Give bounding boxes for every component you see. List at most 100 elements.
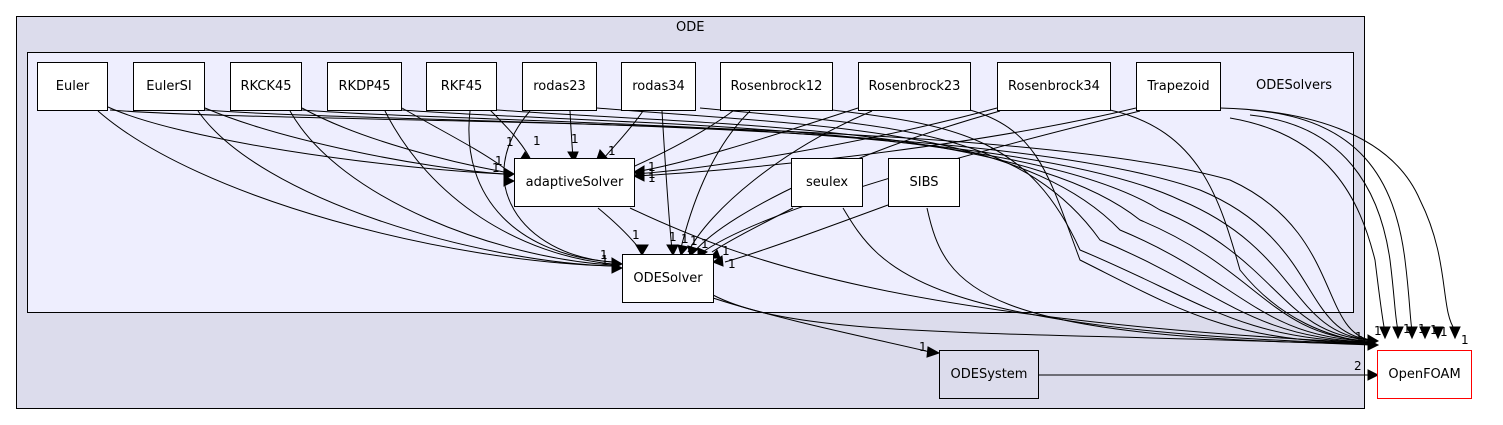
edge-label: 1: [648, 167, 656, 181]
edge-rosenbrock23-odesolver: [687, 110, 873, 253]
arrow-odesolver-top4: [687, 245, 700, 257]
edge-rkdp45-odesolver: [384, 110, 613, 265]
node-odesolver[interactable]: ODESolver: [622, 254, 714, 303]
edge-label: 1: [1374, 324, 1382, 338]
edge-label: 1: [690, 234, 698, 248]
edge-label: 1: [701, 237, 709, 251]
edge-label: 1: [492, 161, 500, 175]
edge-rosenbrock23-adaptivesolver: [633, 107, 859, 173]
edge-rkdp45-openfoam: [401, 109, 1371, 341]
edge-rodas34-adaptivesolver: [603, 110, 644, 159]
edge-trapezoid-adaptivesolver: [633, 107, 1137, 177]
edge-label: 1: [1440, 325, 1448, 339]
node-eulersi[interactable]: EulerSI: [133, 62, 205, 111]
arrow-odesolver-top2: [666, 244, 679, 257]
edge-label: 2: [1354, 359, 1362, 373]
edge-rkck45-odesolver: [289, 110, 613, 266]
edge-seulex-openfoam: [842, 207, 1371, 345]
edge-rosenbrock34-openfoam: [1109, 109, 1373, 344]
edge-label: 1: [722, 244, 730, 258]
edge-rkck45-openfoam: [301, 109, 1371, 341]
arrow-openfoam-top1: [1379, 326, 1391, 340]
edge-label: 1: [669, 230, 677, 244]
node-rkck45[interactable]: RKCK45: [230, 62, 302, 111]
node-euler[interactable]: Euler: [37, 62, 108, 111]
edge-label: 1: [600, 248, 608, 262]
edge-label: 1: [1357, 334, 1365, 348]
edge-label: 1: [1461, 333, 1469, 347]
node-openfoam[interactable]: OpenFOAM: [1377, 350, 1472, 399]
edge-bundle-openfoam-a: [1249, 109, 1413, 331]
edge-euler-adaptivesolver: [107, 106, 505, 175]
edge-label: 1: [601, 253, 609, 267]
node-rkf45[interactable]: RKF45: [426, 62, 497, 111]
edge-rosenbrock12-adaptivesolver: [625, 110, 734, 171]
node-rosenbrock12[interactable]: Rosenbrock12: [720, 62, 833, 111]
arrow-odesolver-right2: [711, 255, 724, 267]
edge-adaptivesolver-openfoam: [629, 207, 1371, 344]
node-rosenbrock23[interactable]: Rosenbrock23: [858, 62, 971, 111]
edge-label: 1: [728, 257, 736, 271]
edge-euler-odesolver: [97, 110, 613, 267]
edge-rkck45-adaptivesolver: [301, 107, 505, 173]
node-adaptivesolver[interactable]: adaptiveSolver: [514, 158, 635, 207]
edge-seulex-odesolver: [711, 207, 794, 253]
edge-bundle-openfoam-b: [1249, 114, 1399, 331]
arrow-openfoam-top2: [1392, 326, 1404, 340]
edge-label: 1: [495, 154, 503, 168]
edge-rkf45-openfoam: [496, 109, 1371, 342]
edge-bundle-openfoam-c: [1229, 117, 1386, 333]
edge-rosenbrock12-openfoam: [831, 109, 1371, 343]
node-seulex[interactable]: seulex: [791, 158, 863, 207]
edge-label: 1: [681, 232, 689, 246]
edge-odesolver-openfoam: [712, 294, 1371, 346]
edge-odesolver-odesystem: [712, 297, 931, 353]
node-odesystem[interactable]: ODESystem: [939, 350, 1039, 399]
edge-label: 1: [632, 228, 640, 242]
arrow-openfoam-top5: [1432, 326, 1444, 340]
node-rosenbrock34[interactable]: Rosenbrock34: [997, 62, 1111, 111]
edge-label: 1: [648, 171, 656, 185]
arrow-odesolver-top3: [677, 244, 689, 257]
arrow-openfoam-top6: [1449, 326, 1461, 340]
node-sibs[interactable]: SIBS: [888, 158, 960, 207]
edge-label: 1: [1418, 322, 1426, 336]
edge-rodas34-openfoam: [699, 107, 1371, 343]
arrow-openfoam-left3: [1367, 369, 1380, 381]
edge-rkdp45-adaptivesolver: [401, 107, 505, 169]
arrow-adaptivesolver-right2: [632, 170, 645, 182]
edge-label: 1: [571, 132, 579, 146]
edge-label: 1: [648, 160, 656, 174]
arrow-odesystem: [926, 346, 941, 358]
edge-eulersi-adaptivesolver: [204, 107, 505, 175]
edge-rkf45-odesolver: [468, 110, 613, 263]
edge-label: 1: [1403, 322, 1411, 336]
edge-label: 1: [608, 144, 616, 158]
node-rodas23[interactable]: rodas23: [522, 62, 597, 111]
node-trapezoid[interactable]: Trapezoid: [1136, 62, 1221, 111]
edge-label: 1: [533, 134, 541, 148]
arrow-adaptivesolver-top2: [567, 151, 579, 164]
edge-sibs-openfoam: [926, 207, 1371, 345]
edge-label: 1: [1430, 323, 1438, 337]
arrow-openfoam-top4: [1419, 326, 1431, 340]
edge-trapezoid-odesolver: [699, 110, 1141, 255]
node-rkdp45[interactable]: RKDP45: [327, 62, 402, 111]
cluster-ode-label: ODE: [676, 20, 705, 35]
cluster-odesolvers-label: ODESolvers: [1256, 78, 1333, 93]
edge-rodas34-odesolver: [661, 110, 673, 251]
edge-trapezoid-openfoam: [1219, 107, 1456, 331]
arrow-adaptivesolver-left2: [503, 175, 516, 187]
edge-label: 1: [506, 135, 514, 149]
edge-label: 1: [919, 340, 927, 354]
edge-sibs-odesolver: [724, 204, 889, 263]
edge-rosenbrock23-openfoam: [969, 109, 1371, 344]
edge-rodas23-openfoam: [596, 107, 1371, 342]
arrow-odesolver-left2: [611, 262, 624, 274]
edge-rosenbrock34-adaptivesolver: [633, 107, 998, 175]
edge-rodas23-odesolver: [503, 110, 613, 263]
edge-rkf45-adaptivesolver: [489, 109, 531, 159]
edge-eulersi-odesolver: [197, 110, 613, 267]
node-rodas34[interactable]: rodas34: [621, 62, 696, 111]
